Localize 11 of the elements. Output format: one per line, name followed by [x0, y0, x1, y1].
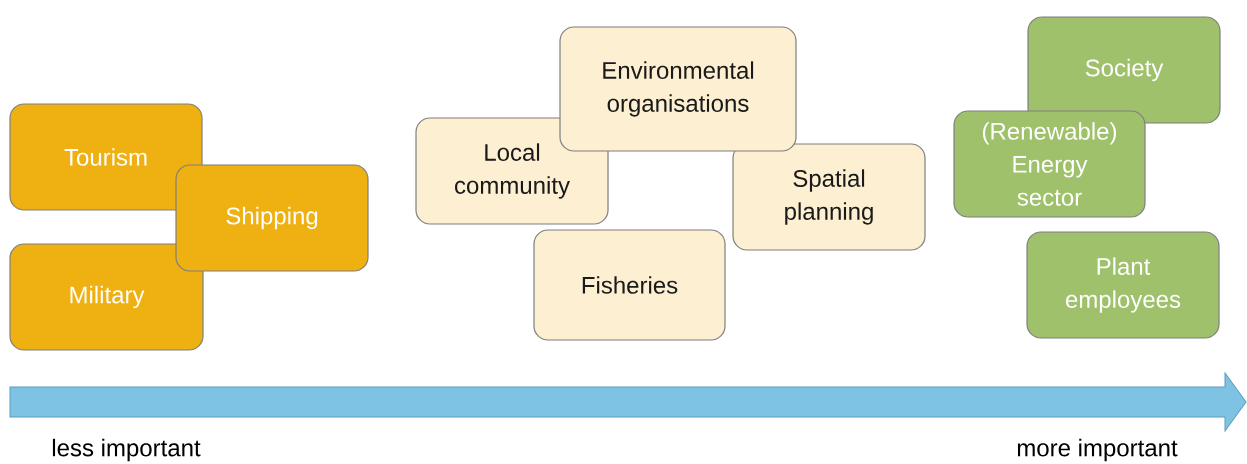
- scale-label: less important: [52, 438, 201, 462]
- stakeholder-box: Shipping: [175, 164, 369, 272]
- stakeholder-box: Environmental organisations: [559, 26, 797, 152]
- stakeholder-box: Tourism: [9, 103, 203, 211]
- scale-label: more important: [1017, 438, 1178, 462]
- stakeholder-box: Spatial planning: [732, 143, 926, 251]
- stakeholder-box: Fisheries: [533, 229, 726, 341]
- stakeholder-box: Plant employees: [1026, 231, 1220, 339]
- stakeholder-box: Military: [9, 243, 204, 351]
- stakeholder-box: (Renewable) Energy sector: [953, 110, 1146, 218]
- stakeholder-box: Local community: [415, 117, 609, 225]
